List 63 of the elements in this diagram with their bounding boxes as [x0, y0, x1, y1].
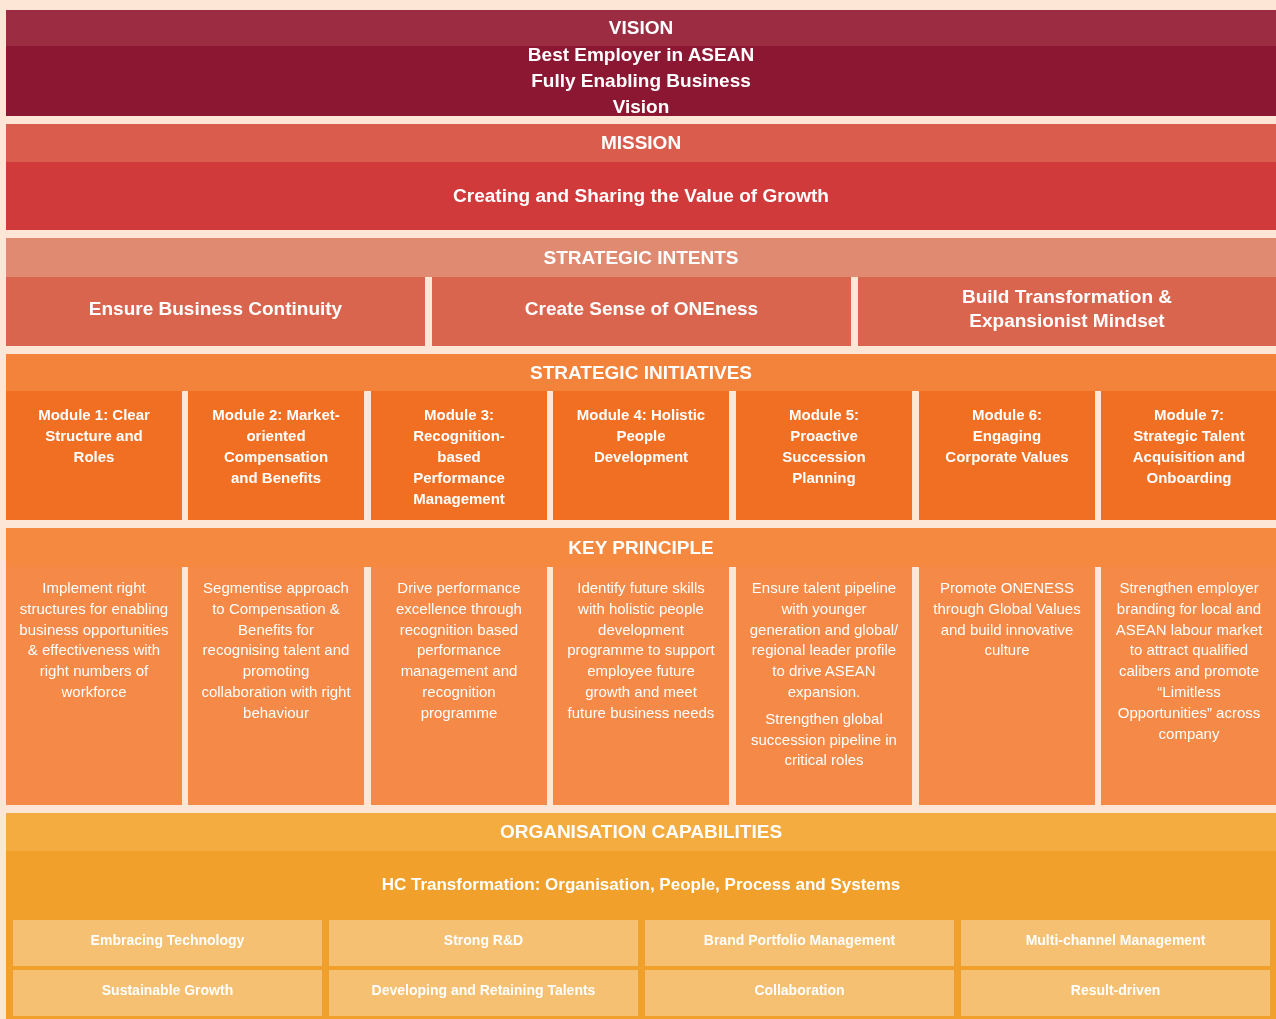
module-title: Module 6: Engaging Corporate Values	[944, 405, 1070, 467]
capability-box	[13, 920, 322, 966]
mission-band	[6, 124, 1276, 230]
principle-band	[6, 528, 1276, 805]
capability-label: Sustainable Growth	[100, 980, 235, 1000]
module-box	[553, 391, 729, 520]
module-box	[188, 391, 364, 520]
capability-box	[329, 920, 638, 966]
capability-box	[645, 970, 954, 1016]
principle-text: Drive performance excellence through recognition based performance management and recognition programme	[395, 578, 523, 723]
module-box	[736, 391, 912, 520]
vision-band	[6, 10, 1276, 116]
section-heading: MISSION	[6, 124, 1276, 162]
vision-statement: Best Employer in ASEAN Fully Enabling Business Vision	[526, 43, 756, 119]
module-title: Module 1: Clear Structure and Roles	[37, 405, 151, 467]
intent-label: Build Transformation & Expansionist Mindset	[960, 284, 1174, 333]
capability-box	[961, 920, 1270, 966]
module-box	[6, 391, 182, 520]
capability-box	[13, 970, 322, 1016]
intent-label: Create Sense of ONEness	[523, 296, 760, 321]
principle-text: Strengthen employer branding for local and ASEAN labour market to attract qualified calibers and promote “Limitless Opportunities” across company	[1114, 578, 1264, 744]
principle-box	[553, 567, 729, 805]
principle-text: Segmentise approach to Compensation & Benefits for recognising talent and promoting collaboration with right behaviour	[201, 578, 351, 723]
principle-box	[919, 567, 1095, 805]
capabilities-band	[6, 813, 1276, 1019]
transformation-statement: HC Transformation: Organisation, People, Process and Systems	[381, 874, 901, 896]
module-title: Module 5: Proactive Succession Planning	[781, 405, 867, 488]
principle-box	[188, 567, 364, 805]
capability-label: Collaboration	[753, 980, 846, 1000]
intent-box	[6, 277, 425, 346]
intent-label: Ensure Business Continuity	[87, 296, 344, 321]
module-box	[1101, 391, 1276, 520]
module-title: Module 3: Recognition-based Performance Management	[412, 405, 506, 509]
principle-text: Implement right structures for enabling business opportunities & effectiveness with right numbers of workforce	[19, 578, 169, 702]
initiatives-band	[6, 354, 1276, 520]
intents-band	[6, 238, 1276, 346]
principle-box	[1101, 567, 1276, 805]
capability-box	[961, 970, 1270, 1016]
principle-text: Promote ONENESS through Global Values and build innovative culture	[932, 578, 1082, 661]
module-box	[919, 391, 1095, 520]
principle-box	[6, 567, 182, 805]
intent-box	[432, 277, 851, 346]
module-title: Module 7: Strategic Talent Acquisition and Onboarding	[1131, 405, 1247, 488]
principle-box	[371, 567, 547, 805]
module-box	[371, 391, 547, 520]
capability-label: Result-driven	[1069, 980, 1162, 1000]
intent-box	[858, 277, 1276, 346]
capability-label: Multi-channel Management	[1024, 930, 1207, 950]
capability-box	[329, 970, 638, 1016]
mission-statement: Creating and Sharing the Value of Growth	[453, 184, 829, 208]
capability-label: Embracing Technology	[89, 930, 246, 950]
principle-text: Ensure talent pipeline with younger generation and global/ regional leader profile to drive ASEAN expansion.	[749, 578, 899, 702]
principle-text: Identify future skills with holistic people development programme to support employee future growth and meet future business needs	[566, 578, 716, 723]
principle-box	[736, 567, 912, 805]
capability-label: Brand Portfolio Management	[702, 930, 897, 950]
module-title: Module 4: Holistic People Development	[576, 405, 706, 467]
module-title: Module 2: Market-oriented Compensation and Benefits	[211, 405, 341, 488]
section-heading: VISION	[6, 10, 1276, 46]
capability-label: Strong R&D	[442, 930, 525, 950]
section-heading: ORGANISATION CAPABILITIES	[6, 813, 1276, 851]
principle-text: Strengthen global succession pipeline in critical roles	[750, 708, 898, 771]
capability-label: Developing and Retaining Talents	[371, 980, 596, 1000]
capability-box	[645, 920, 954, 966]
